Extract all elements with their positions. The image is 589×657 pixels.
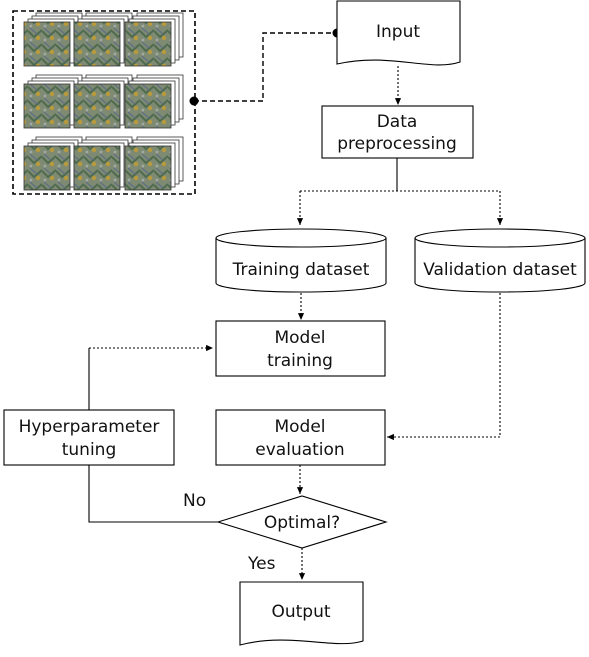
- image-thumbnail: [124, 12, 184, 67]
- preprocessing-label-line2: preprocessing: [337, 134, 456, 154]
- image-thumbnail: [124, 136, 184, 191]
- image-thumbnail: [73, 74, 133, 129]
- edge-validation-to-evaluation: [387, 293, 501, 441]
- edge-feedback-loop: [88, 344, 218, 523]
- edge-preprocessing-split: [296, 158, 504, 225]
- model-training-label-line2: training: [267, 351, 333, 371]
- hyperparameter-tuning-node: Hyperparameter tuning: [3, 409, 175, 466]
- image-thumbnail: [73, 136, 133, 191]
- output-label: Output: [271, 602, 330, 622]
- decision-node: Optimal?: [216, 495, 388, 549]
- validation-dataset-label: Validation dataset: [423, 260, 577, 280]
- model-training-label-line1: Model: [274, 328, 325, 348]
- edge-label-yes: Yes: [247, 554, 276, 574]
- output-node: Output: [239, 581, 364, 646]
- image-stack-group: [12, 10, 196, 195]
- hyperparameter-label-line2: tuning: [62, 440, 117, 460]
- model-evaluation-label-line1: Model: [274, 417, 325, 437]
- model-evaluation-label-line2: evaluation: [255, 440, 344, 460]
- input-label: Input: [376, 22, 420, 42]
- image-thumbnail: [23, 136, 83, 191]
- validation-dataset-node: Validation dataset: [414, 228, 586, 293]
- model-training-node: Model training: [215, 320, 386, 377]
- hyperparameter-label-line1: Hyperparameter: [19, 417, 160, 437]
- input-node: Input: [336, 0, 461, 66]
- image-thumbnail: [23, 12, 83, 67]
- edge-label-no: No: [183, 491, 206, 511]
- preprocessing-node: Data preprocessing: [321, 105, 474, 159]
- image-thumbnail: [23, 74, 83, 129]
- model-evaluation-node: Model evaluation: [215, 409, 386, 466]
- preprocessing-label-line1: Data: [377, 112, 418, 132]
- image-thumbnail: [124, 74, 184, 129]
- image-thumbnail: [73, 12, 133, 67]
- training-dataset-label: Training dataset: [232, 260, 370, 280]
- connector-images-to-input: [189, 28, 342, 106]
- decision-label: Optimal?: [264, 513, 340, 533]
- training-dataset-node: Training dataset: [215, 228, 387, 293]
